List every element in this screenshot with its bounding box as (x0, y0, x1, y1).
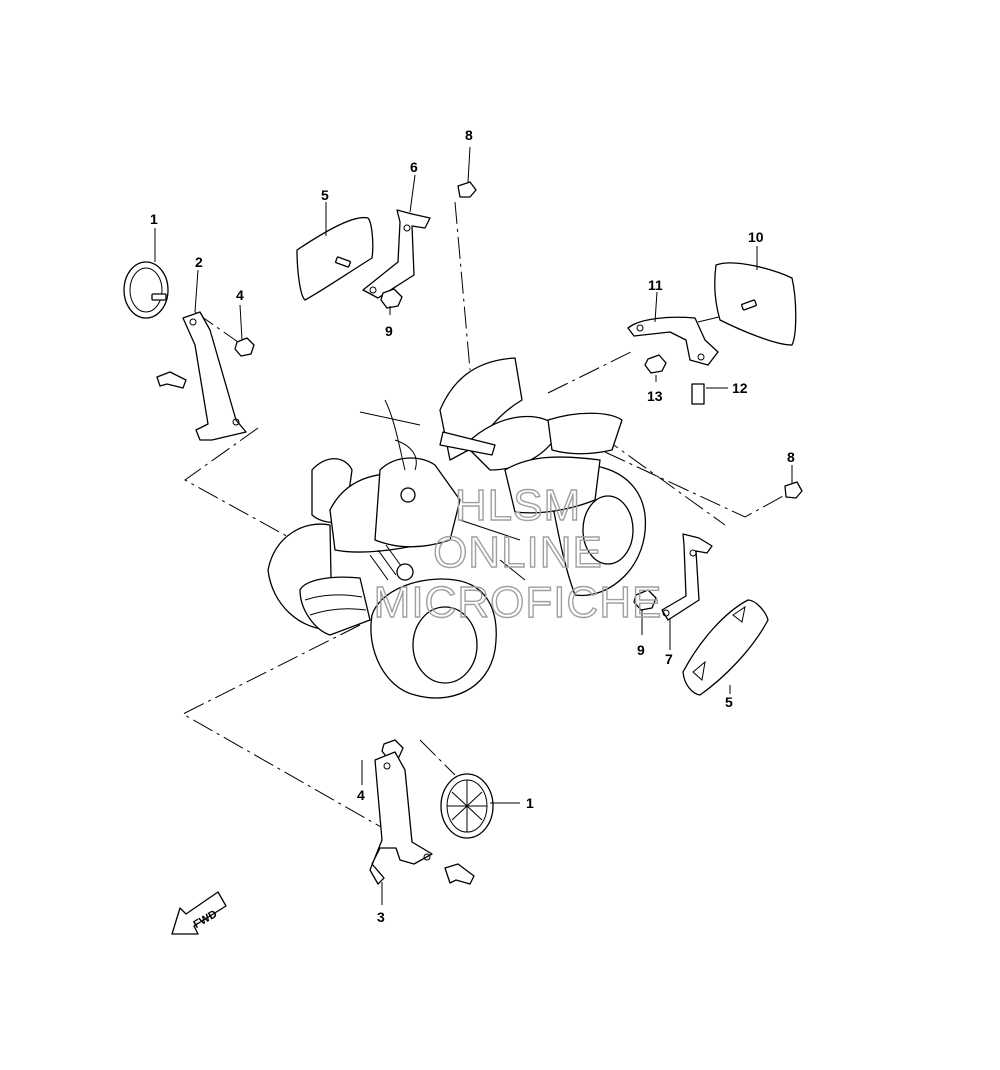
rear-reflector-10-group (627, 262, 797, 405)
rear-left-reflector-group (123, 261, 255, 441)
callout-3: 3 (377, 909, 385, 925)
watermark-line-3: MICROFICHE (374, 578, 663, 627)
bolt-8-top (457, 181, 477, 198)
nut-4-front (381, 739, 404, 760)
callout-12: 12 (732, 380, 748, 396)
callout-1-front: 1 (526, 795, 534, 811)
callout-4-rear: 4 (236, 287, 244, 303)
nut-4-rear (234, 337, 255, 357)
bracket-3 (369, 751, 433, 885)
fwd-arrow: FWD (171, 891, 227, 935)
bolt-rear-left (156, 371, 187, 389)
rectangular-reflector-5-side (682, 599, 769, 696)
watermark-line-1: HLSM (455, 481, 581, 530)
reflector-stud (151, 293, 167, 301)
callout-7: 7 (665, 651, 673, 667)
callout-numbers: 1 2 4 5 6 9 8 10 11 13 12 8 9 7 5 4 1 3 (150, 127, 795, 925)
atv-body (267, 357, 646, 699)
nut-13 (644, 354, 667, 374)
watermark-line-2: ONLINE (433, 528, 603, 577)
callout-9-side: 9 (637, 642, 645, 658)
callout-9-top: 9 (385, 323, 393, 339)
callout-13: 13 (647, 388, 663, 404)
callout-1-rear: 1 (150, 211, 158, 227)
nut-9-top (380, 288, 403, 309)
bracket-11 (627, 316, 719, 366)
nut-9-side (633, 589, 657, 611)
callout-8-side: 8 (787, 449, 795, 465)
callout-8-top: 8 (465, 127, 473, 143)
callout-5-top: 5 (321, 187, 329, 203)
watermark: HLSM ONLINE MICROFICHE (373, 480, 663, 627)
front-reflector-group (369, 739, 494, 885)
bracket-7 (661, 533, 713, 621)
callout-leaders (154, 146, 793, 905)
forward-arrow-icon (171, 891, 227, 935)
callout-6: 6 (410, 159, 418, 175)
callout-2: 2 (195, 254, 203, 270)
side-reflector-group (633, 481, 803, 696)
bracket-2 (182, 311, 247, 441)
round-reflector-rear-left (123, 261, 169, 319)
callout-10: 10 (748, 229, 764, 245)
rectangular-reflector-5-top (296, 216, 374, 301)
callout-11: 11 (648, 277, 663, 293)
bolt-12 (691, 383, 705, 405)
callout-4-front: 4 (357, 787, 365, 803)
rear-reflector-5-group (296, 181, 477, 309)
bolt-8-side (784, 481, 803, 499)
callout-5-side: 5 (725, 694, 733, 710)
bolt-front (444, 863, 475, 885)
